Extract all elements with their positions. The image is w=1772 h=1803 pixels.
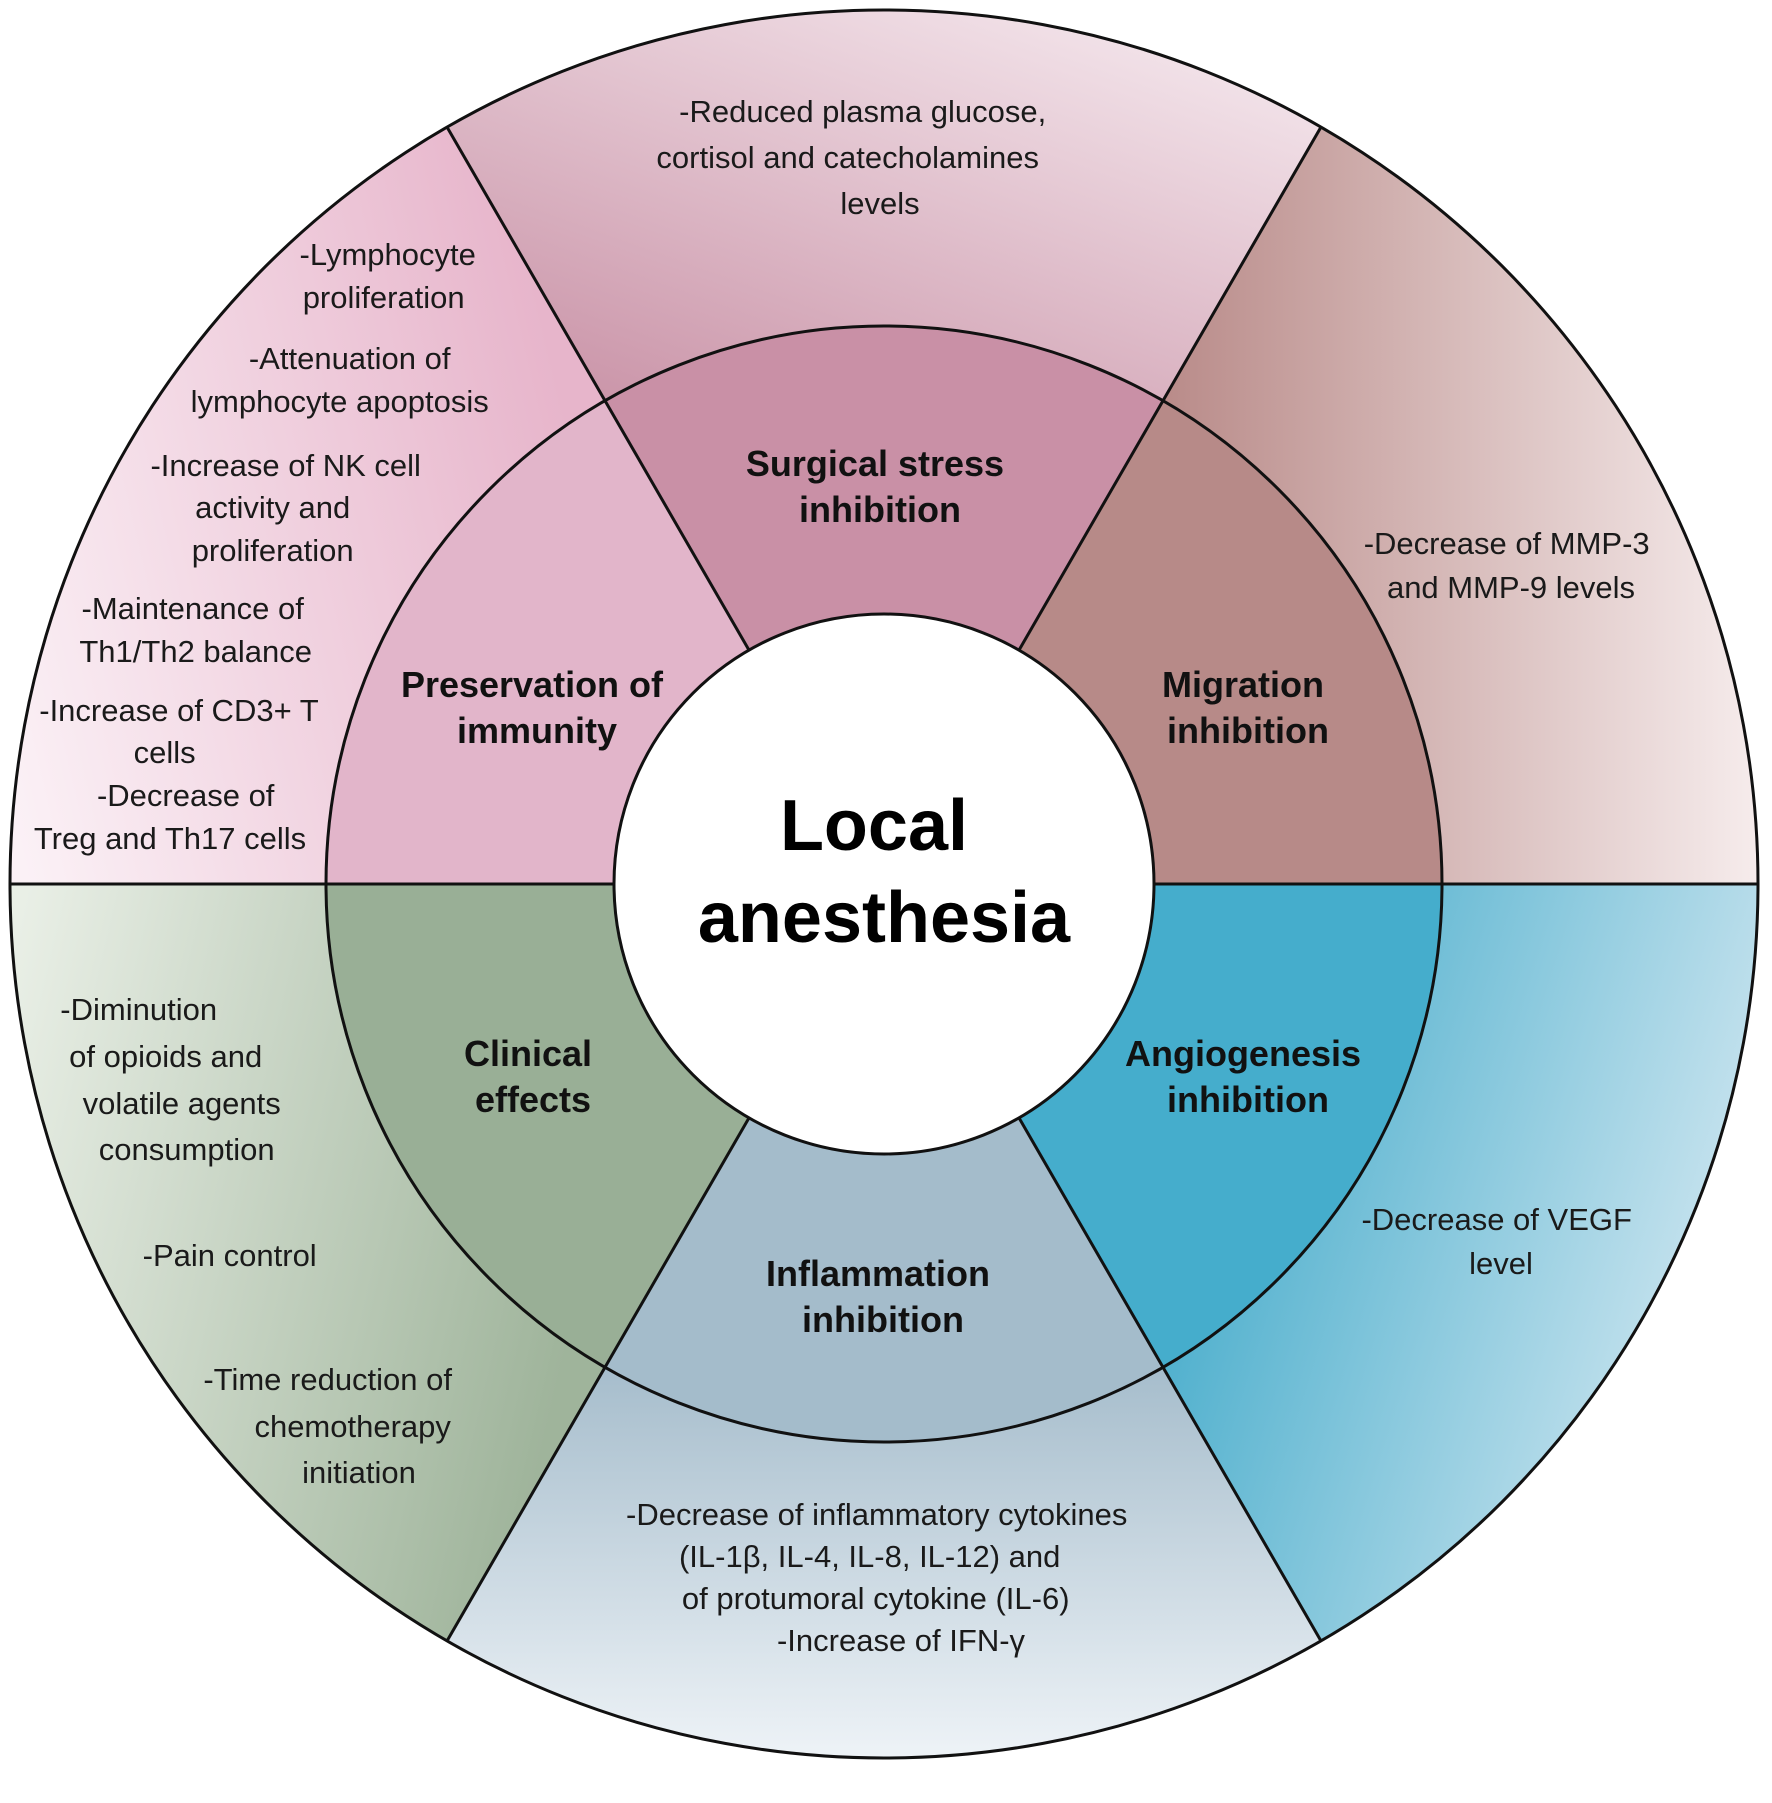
title-angiogenesis: Angiogenesis inhibition bbox=[1125, 1033, 1371, 1120]
center-circle bbox=[612, 612, 1156, 1156]
outer-text-migration: -Decrease of MMP-3 and MMP-9 levels bbox=[1364, 526, 1659, 605]
outer-sector-clinical bbox=[10, 884, 605, 1641]
title-surgical-stress: Surgical stress inhibition bbox=[746, 443, 1014, 530]
outer-text-inflammation: -Decrease of inflammatory cytokines (IL-… bbox=[626, 1497, 1136, 1658]
inner-sector-inflammation bbox=[605, 1116, 1163, 1443]
outer-text-surgical-stress: -Reduced plasma glucose, cortisol and ca… bbox=[656, 94, 1054, 221]
center-title-line-1: Local bbox=[780, 786, 968, 866]
title-migration: Migration inhibition bbox=[1162, 664, 1334, 751]
center-title-line-2: anesthesia bbox=[698, 878, 1071, 958]
title-inflammation: Inflammation inhibition bbox=[766, 1253, 1000, 1340]
outer-sector-inflammation bbox=[447, 1367, 1321, 1759]
center-title: Local anesthesia bbox=[698, 786, 1071, 958]
outer-sector-angiogenesis bbox=[1163, 884, 1758, 1641]
outer-sector-immunity bbox=[10, 127, 605, 884]
title-immunity: Preservation of immunity bbox=[401, 664, 673, 751]
outer-sector-migration bbox=[1163, 127, 1758, 884]
outer-text-angiogenesis: -Decrease of VEGF level bbox=[1361, 1202, 1640, 1281]
outer-text-clinical: -Diminution of opioids and volatile agen… bbox=[60, 992, 460, 1490]
title-clinical: Clinical effects bbox=[464, 1033, 602, 1120]
outer-sector-surgical-stress bbox=[447, 9, 1321, 401]
outer-text-immunity: -Lymphocyte proliferation -Attenuation o… bbox=[34, 237, 498, 856]
inner-sector-surgical-stress bbox=[605, 325, 1163, 652]
